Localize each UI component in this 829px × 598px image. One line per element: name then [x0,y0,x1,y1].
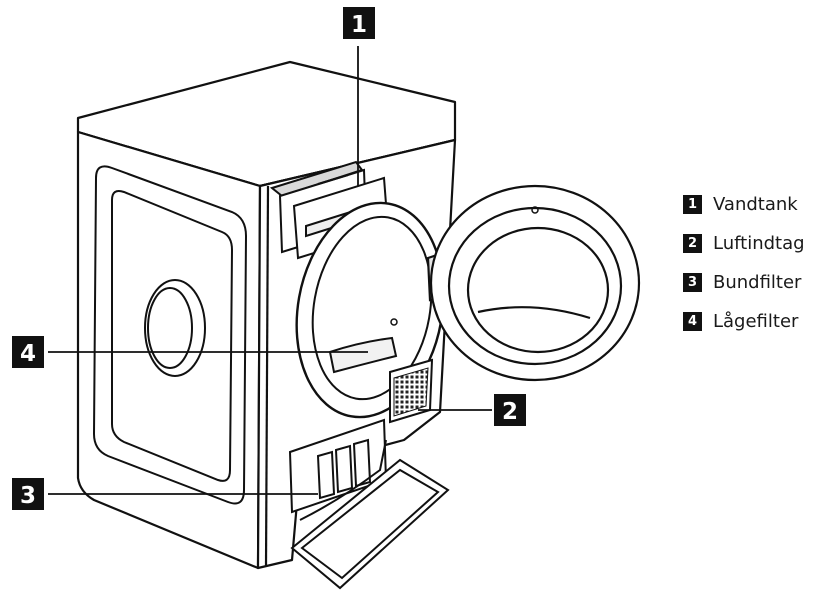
filter-cartridge-1 [316,450,336,500]
legend-item-1: 1 Vandtank [683,193,805,215]
door-opening [295,201,445,419]
door-latch [531,206,539,214]
legend-badge-1: 1 [683,194,702,214]
door-inner-ring [447,206,623,366]
filter-cartridge-2 [334,444,354,494]
callout-1: 1 [343,7,375,39]
legend-label-4: Lågefilter [713,310,799,332]
door-glass-reflection [477,306,591,320]
side-panel-details [92,165,248,505]
callout-2-badge [494,394,526,426]
callout-3-badge [12,478,44,510]
filter-cartridge-3 [352,438,372,488]
callout-2-number: 2 [502,399,518,425]
air-intake [389,358,434,424]
legend-badge-3: 3 [683,272,702,292]
side-inner-recess [111,190,234,482]
tank-indent [317,174,349,185]
dryer-front-edge [264,185,270,567]
callout-4-badge [12,336,44,368]
callout-3-number: 3 [20,483,36,509]
base-filter [288,418,450,590]
base-flap [290,458,450,590]
filter-handle [299,439,387,521]
side-porthole [144,279,206,377]
callout-2: 2 [494,394,526,426]
drum-screw [390,318,398,326]
callout-4-number: 4 [20,341,36,367]
legend-badge-2: 2 [683,233,702,253]
side-outer-recess [92,165,248,505]
air-intake-grille [393,367,429,417]
legend-item-4: 4 Lågefilter [683,310,805,332]
door-glass [466,226,610,354]
callout-1-number: 1 [351,12,367,38]
callout-lines [48,46,492,495]
legend-label-3: Bundfilter [713,271,802,293]
side-porthole-inner [147,287,193,369]
legend-item-3: 3 Bundfilter [683,271,805,293]
callout-3: 3 [12,478,44,510]
open-door [426,184,641,382]
legend-item-2: 2 Luftindtag [683,232,805,254]
legend: 1 Vandtank 2 Luftindtag 3 Bundfilter 4 L… [683,193,805,349]
legend-badge-4: 4 [683,311,702,331]
base-flap-inner [300,468,440,580]
door-outer-ring [429,184,641,382]
door-filter [328,336,398,374]
legend-label-2: Luftindtag [713,232,805,254]
callout-4: 4 [12,336,44,368]
legend-label-1: Vandtank [713,193,798,215]
door-opening-inner [311,215,433,401]
callout-1-badge [343,7,375,39]
